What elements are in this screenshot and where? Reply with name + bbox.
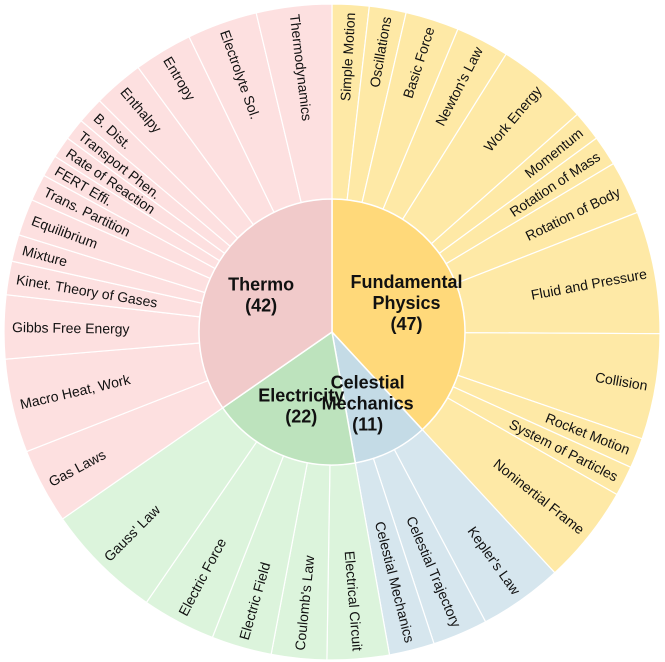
label-simple-motion: Simple Motion — [337, 12, 358, 101]
label-line: Mechanics — [322, 394, 414, 414]
label-line: (42) — [245, 295, 277, 315]
segment-electricity — [221, 330, 357, 466]
label-line: Physics — [372, 293, 440, 313]
inner-ring — [198, 198, 466, 466]
label-line: Celestial — [331, 373, 405, 393]
label-line: (47) — [390, 314, 422, 334]
label-line: (22) — [285, 406, 317, 426]
label-thermo: Thermo(42) — [228, 274, 294, 315]
label-line: Fundamental — [350, 272, 462, 292]
label-line: (11) — [352, 415, 383, 435]
label-line: Thermo — [228, 274, 294, 294]
label-line: Electricity — [258, 385, 344, 405]
label-electricity: Electricity(22) — [258, 385, 344, 426]
segment-fundamental-physics — [331, 198, 466, 431]
label-gibbs-free-energy: Gibbs Free Energy — [12, 319, 130, 337]
segment-thermo — [198, 198, 333, 409]
